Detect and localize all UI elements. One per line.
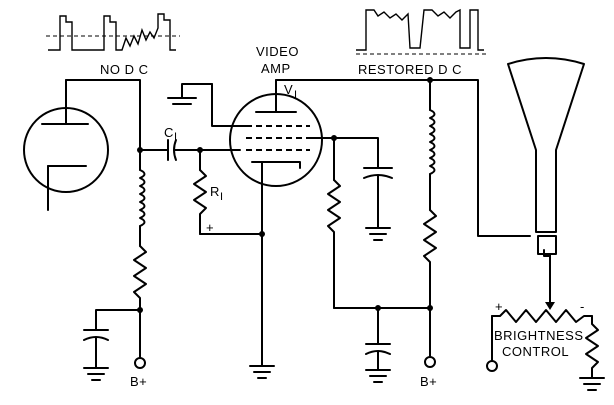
cathode-ground [249, 185, 275, 379]
label-r1: R [210, 184, 220, 199]
label-v1-sub: I [294, 89, 297, 101]
coupling-capacitor-c1 [139, 139, 241, 161]
label-bplus-right: B+ [420, 374, 437, 389]
brightness-control-potentiometer [486, 293, 605, 391]
plate-load-inductor-right [429, 79, 436, 211]
label-r1-plus: + [206, 220, 214, 235]
label-restored-dc: RESTORED D C [358, 62, 462, 77]
wire-source-plate [65, 79, 141, 151]
label-brightness: BRIGHTNESS [494, 328, 584, 343]
label-r1-sub: I [220, 191, 223, 203]
label-video: VIDEO [256, 44, 299, 59]
bus-bypass-capacitor [365, 307, 391, 383]
cathode-ray-tube [507, 57, 585, 295]
video-amplifier-tube-v1 [229, 79, 323, 187]
label-pot-plus: + [495, 299, 503, 314]
grid-resistor-r1 [193, 149, 263, 235]
bplus-terminal-right [424, 307, 436, 368]
bplus-terminal-left [134, 309, 146, 369]
label-bplus-left: B+ [130, 374, 147, 389]
plate-load-resistor-left [133, 245, 147, 311]
wire-to-crt-grid [429, 79, 531, 237]
label-amp: AMP [261, 61, 291, 76]
label-no-dc: NO D C [100, 62, 149, 77]
suppressor-ground [167, 83, 247, 127]
plate-load-resistor-right [423, 209, 437, 309]
plate-load-inductor-left [139, 149, 146, 247]
waveform-no-dc [46, 13, 180, 51]
waveform-restored-dc [356, 8, 486, 55]
source-tube [23, 79, 109, 211]
label-pot-minus: - [580, 299, 585, 314]
label-v1: V [284, 82, 293, 97]
screen-dropping-resistor [327, 137, 341, 309]
label-control: CONTROL [502, 344, 569, 359]
screen-bypass-capacitor [333, 137, 393, 241]
bypass-capacitor-left [83, 309, 141, 381]
label-c1-sub: I [174, 131, 177, 143]
label-c1: C [164, 125, 174, 140]
